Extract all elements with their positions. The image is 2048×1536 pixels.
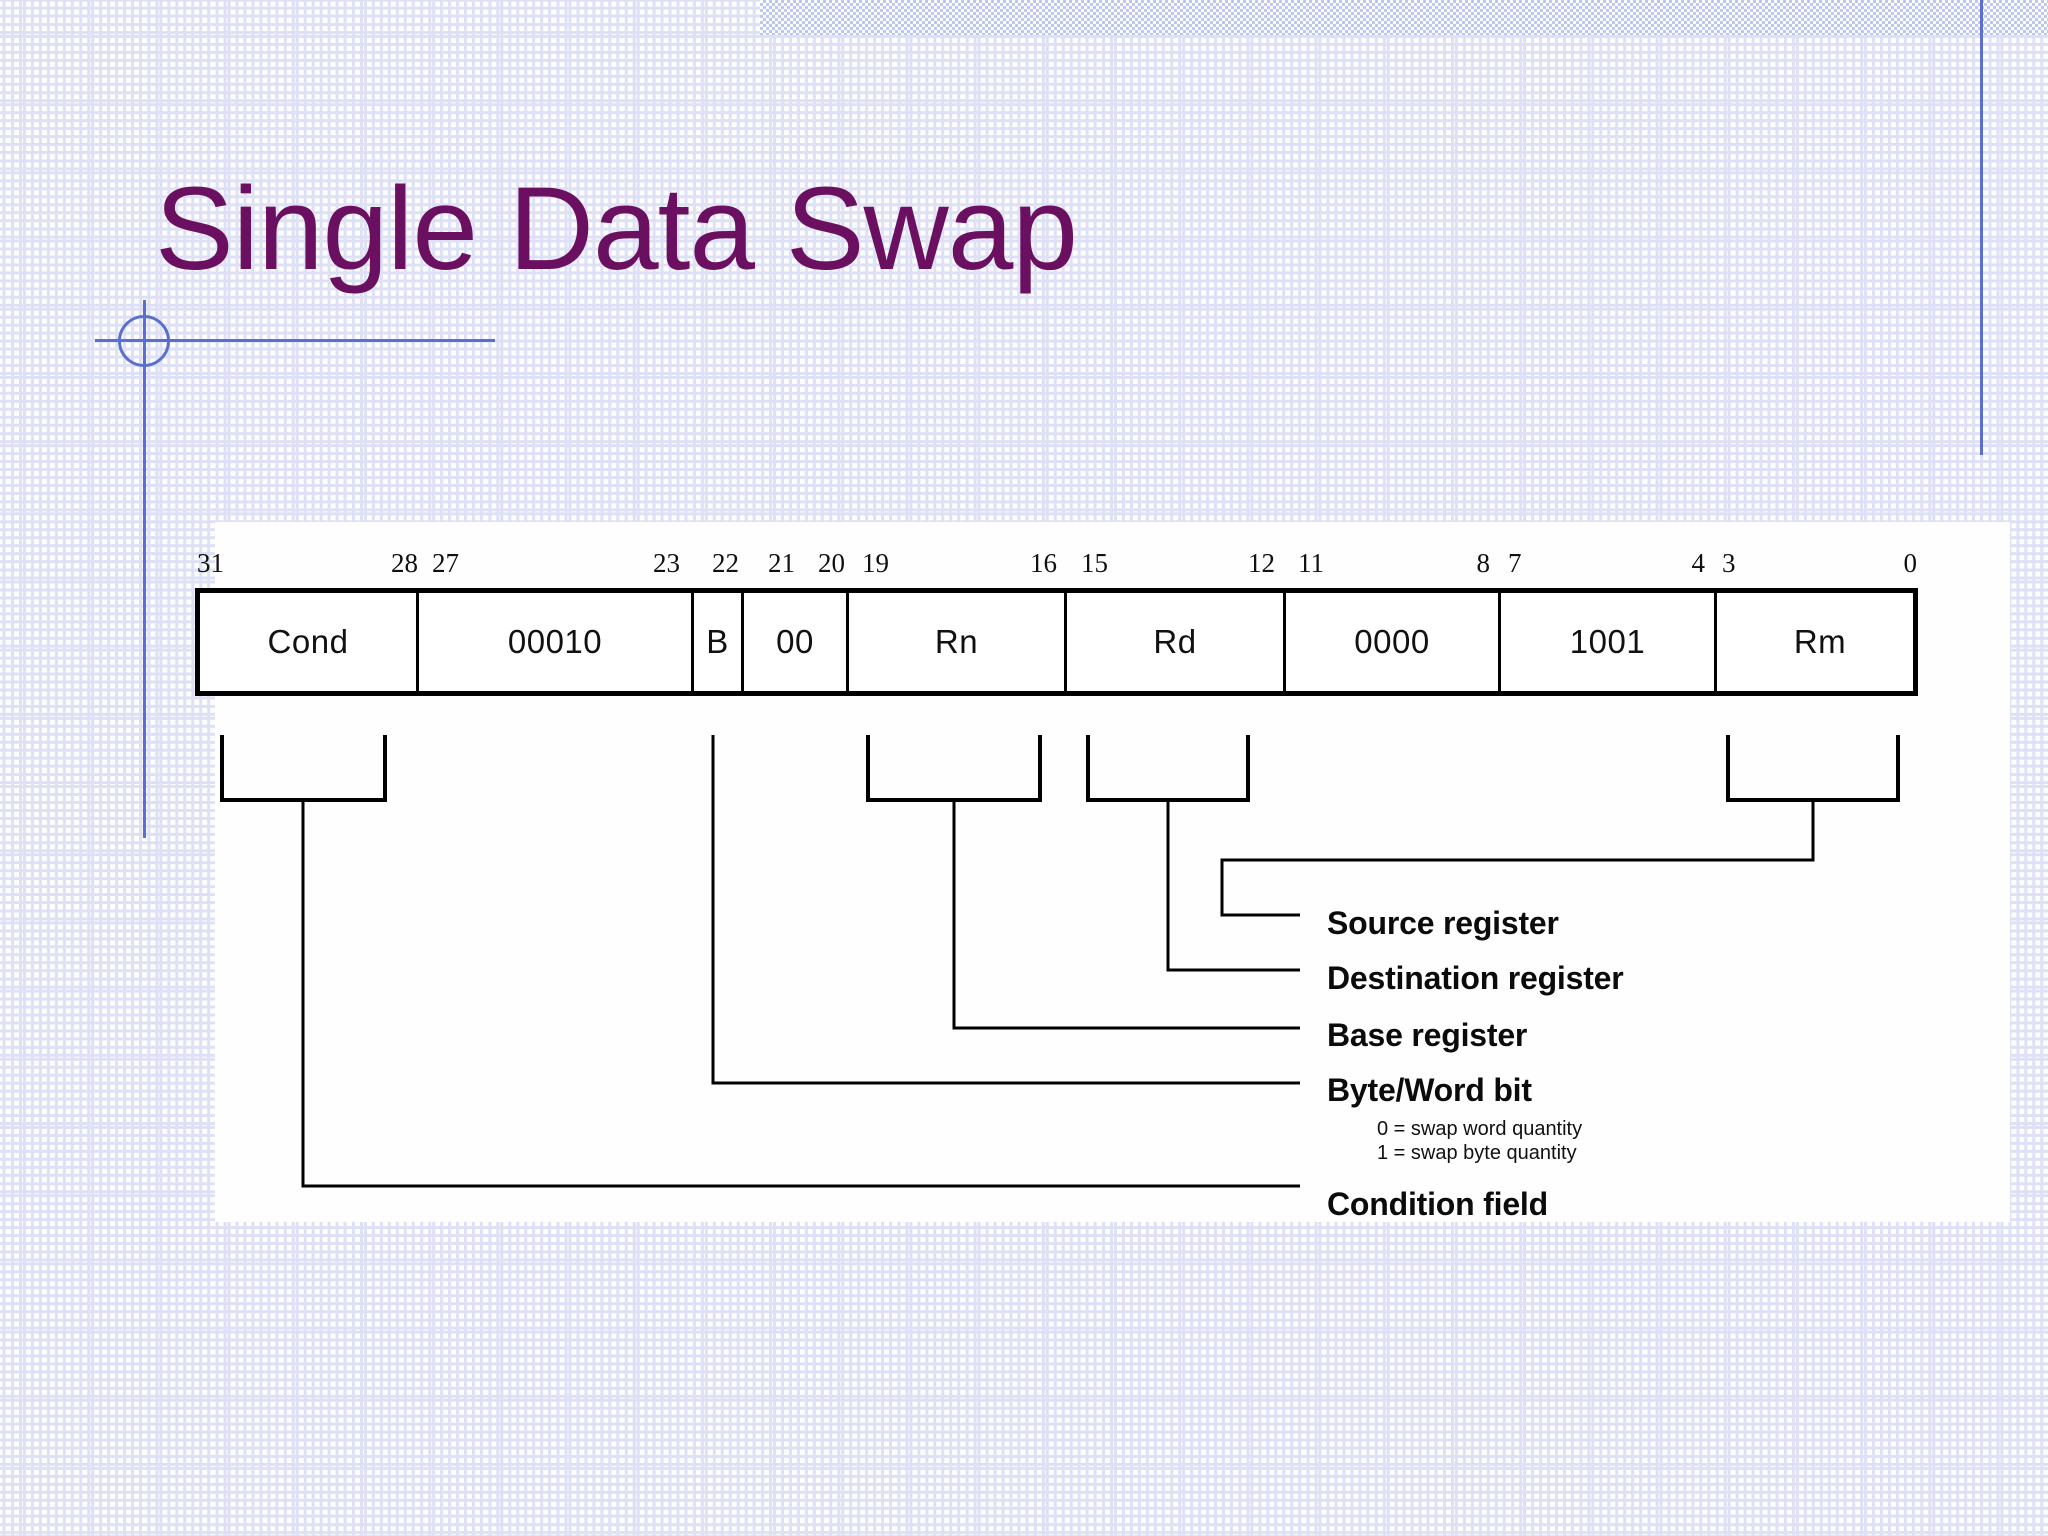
right-accent-line bbox=[1980, 0, 1983, 455]
page-title: Single Data Swap bbox=[155, 163, 1078, 295]
decorative-circle-icon bbox=[118, 315, 170, 367]
top-hatch-band bbox=[760, 0, 2048, 35]
left-accent-line bbox=[143, 300, 146, 838]
title-underline-rule bbox=[95, 339, 495, 342]
figure-panel bbox=[215, 522, 2010, 1222]
